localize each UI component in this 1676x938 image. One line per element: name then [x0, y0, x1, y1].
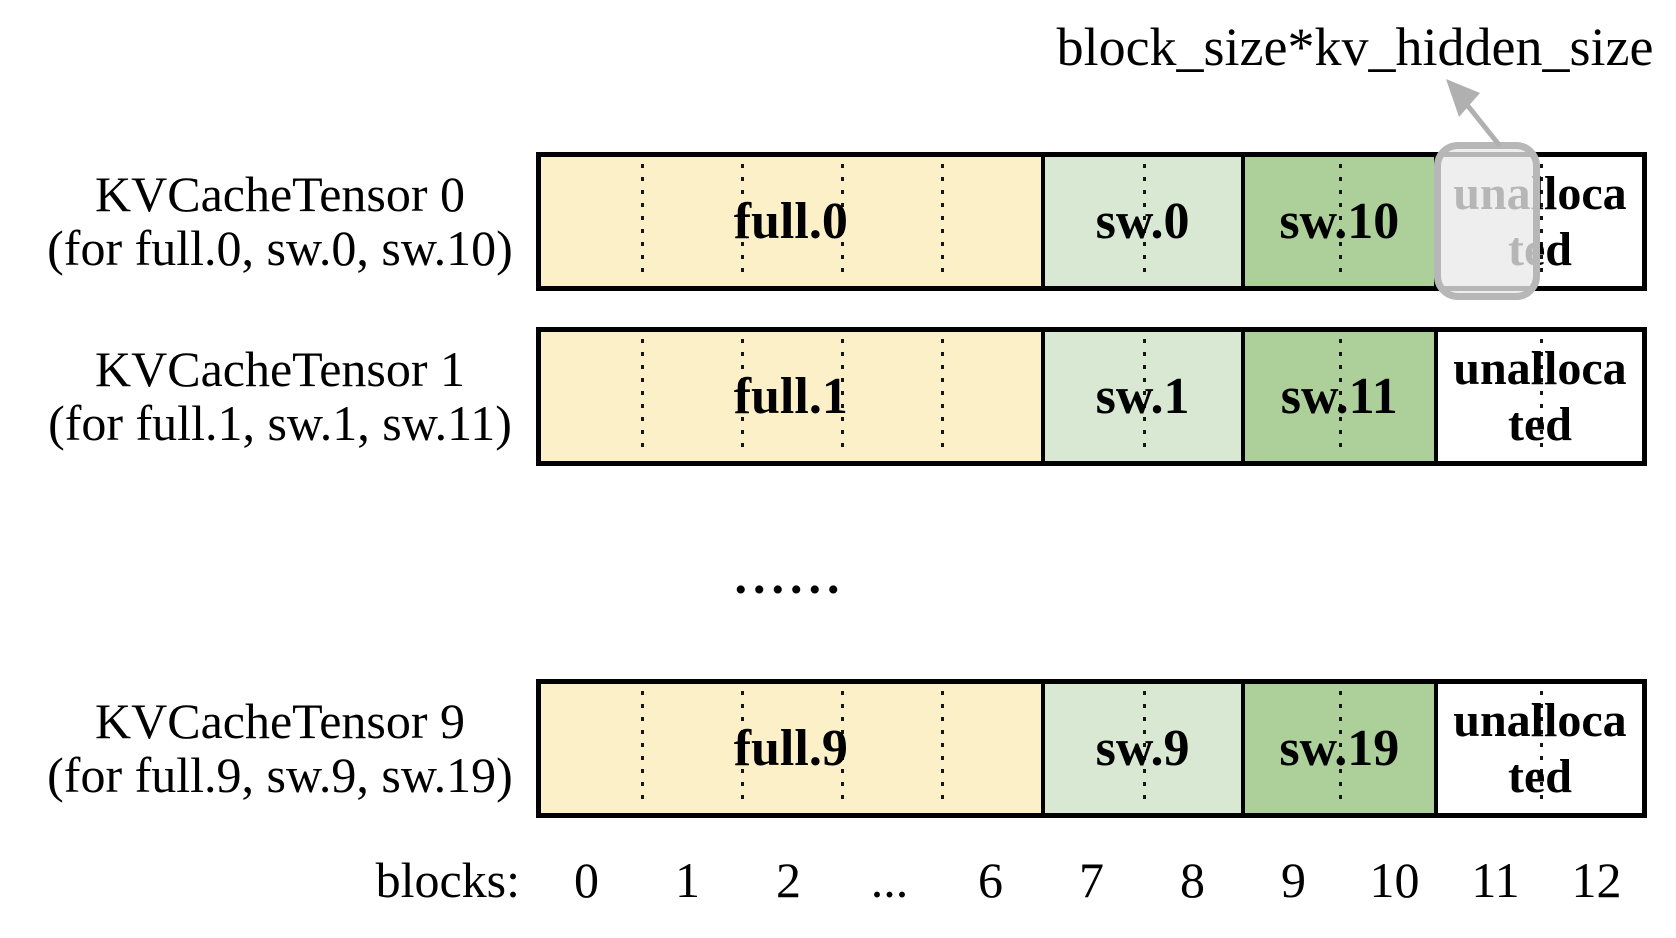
- block-divider-icon: [1539, 339, 1543, 454]
- segment-label: full.1: [733, 367, 848, 425]
- block-label: 7: [1079, 852, 1104, 908]
- unallocated-label: unalloca: [1453, 693, 1627, 747]
- blocks-axis-caption: blocks:: [375, 852, 520, 908]
- block-divider-icon: [640, 164, 644, 279]
- block-label: 8: [1180, 852, 1205, 908]
- block-divider-icon: [740, 339, 744, 454]
- segment-sw-0: sw.0: [1040, 157, 1241, 286]
- row-title: KVCacheTensor 0: [95, 166, 465, 222]
- block-label: 2: [776, 852, 801, 908]
- cache-bar-tensor-1: full.1 sw.1 sw.11 unalloca ted: [536, 327, 1647, 466]
- segment-label: sw.19: [1279, 719, 1400, 777]
- block-divider-icon: [940, 339, 944, 454]
- block-divider-icon: [940, 164, 944, 279]
- rows-ellipsis: ......: [734, 548, 846, 604]
- segment-sw-10: sw.10: [1240, 157, 1434, 286]
- block-divider-icon: [940, 691, 944, 806]
- segment-label: sw.1: [1095, 367, 1190, 425]
- block-divider-icon: [1539, 691, 1543, 806]
- block-divider-icon: [1142, 691, 1146, 806]
- segment-label: sw.10: [1279, 192, 1400, 250]
- segment-unallocated-1: unalloca ted: [1433, 332, 1642, 461]
- row-subtitle: (for full.1, sw.1, sw.11): [48, 395, 512, 451]
- block-divider-icon: [1142, 339, 1146, 454]
- block-divider-icon: [1339, 339, 1343, 454]
- block-divider-icon: [740, 164, 744, 279]
- unallocated-label: unalloca: [1453, 341, 1627, 395]
- row-title: KVCacheTensor 9: [95, 693, 465, 749]
- block-label: 10: [1369, 852, 1420, 908]
- segment-label: full.9: [733, 719, 848, 777]
- row-label-tensor-9: KVCacheTensor 9 (for full.9, sw.9, sw.19…: [0, 694, 560, 802]
- unallocated-label: ted: [1507, 397, 1572, 451]
- block-label: 9: [1281, 852, 1306, 908]
- row-label-tensor-1: KVCacheTensor 1 (for full.1, sw.1, sw.11…: [0, 342, 560, 450]
- block-label: ...: [870, 852, 909, 908]
- blocks-axis: 0 1 2 ... 6 7 8 9 10 11 12: [536, 850, 1647, 910]
- unallocated-label: ted: [1507, 749, 1572, 803]
- block-divider-icon: [840, 339, 844, 454]
- block-label: 6: [978, 852, 1003, 908]
- row-subtitle: (for full.9, sw.9, sw.19): [47, 747, 513, 803]
- segment-label: full.0: [733, 192, 848, 250]
- row-title: KVCacheTensor 1: [95, 341, 465, 397]
- block-label: 1: [675, 852, 700, 908]
- segment-sw-11: sw.11: [1240, 332, 1434, 461]
- row-subtitle: (for full.0, sw.0, sw.10): [47, 220, 513, 276]
- block-divider-icon: [640, 339, 644, 454]
- block-divider-icon: [840, 164, 844, 279]
- segment-label: sw.11: [1280, 367, 1398, 425]
- block-divider-icon: [640, 691, 644, 806]
- segment-sw-19: sw.19: [1240, 684, 1434, 813]
- segment-unallocated-9: unalloca ted: [1433, 684, 1642, 813]
- block-divider-icon: [1339, 164, 1343, 279]
- cache-bar-tensor-9: full.9 sw.9 sw.19 unalloca ted: [536, 679, 1647, 818]
- segment-label: sw.0: [1095, 192, 1190, 250]
- block-label: 12: [1571, 852, 1622, 908]
- segment-sw-9: sw.9: [1040, 684, 1241, 813]
- block-divider-icon: [1142, 164, 1146, 279]
- row-label-tensor-0: KVCacheTensor 0 (for full.0, sw.0, sw.10…: [0, 167, 560, 275]
- annotation-label: block_size*kv_hidden_size: [1056, 17, 1654, 77]
- segment-label: sw.9: [1095, 719, 1190, 777]
- block-divider-icon: [840, 691, 844, 806]
- block-divider-icon: [1539, 164, 1543, 279]
- block-label: 0: [574, 852, 599, 908]
- block-size-highlight-box: [1434, 142, 1540, 300]
- segment-full-0: full.0: [541, 157, 1041, 286]
- segment-full-1: full.1: [541, 332, 1041, 461]
- block-label: 11: [1471, 852, 1520, 908]
- block-divider-icon: [740, 691, 744, 806]
- block-divider-icon: [1339, 691, 1343, 806]
- segment-sw-1: sw.1: [1040, 332, 1241, 461]
- segment-full-9: full.9: [541, 684, 1041, 813]
